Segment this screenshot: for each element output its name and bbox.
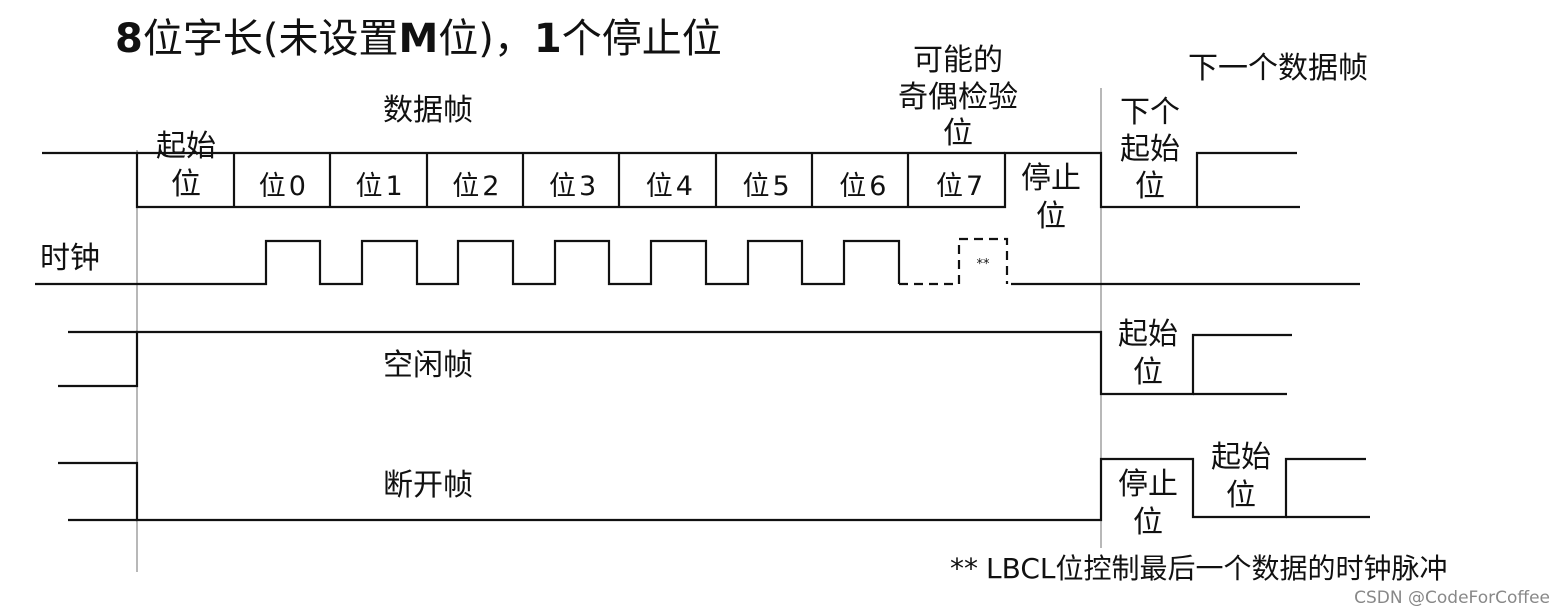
data-bit-index: 7 bbox=[966, 171, 983, 202]
data-bit-prefix: 位 bbox=[646, 171, 673, 202]
data-bit-index: 3 bbox=[579, 171, 596, 202]
title-num2: 1 bbox=[534, 16, 562, 62]
data-bit-prefix: 位 bbox=[356, 171, 383, 202]
start-bit-label-line2: 位 bbox=[171, 167, 201, 202]
break-start-label-line1: 起始 bbox=[1211, 440, 1271, 475]
data-bit-prefix: 位 bbox=[549, 171, 576, 202]
idle-frame-label: 空闲帧 bbox=[383, 348, 473, 383]
parity-label-line2: 奇偶检验 bbox=[898, 80, 1018, 115]
diagram-title: 8位字长(未设置M位)，1个停止位 bbox=[115, 16, 722, 62]
title-num1: 8 bbox=[115, 16, 143, 62]
break-stop-bit-label: 停止 位 bbox=[1118, 467, 1178, 540]
footnote-text: 位控制最后一个数据的时钟脉冲 bbox=[1055, 552, 1447, 585]
break-stop-label-line1: 停止 bbox=[1118, 467, 1178, 502]
clock-label: 时钟 bbox=[40, 241, 100, 276]
parity-bit-label: 可能的 奇偶检验 位 bbox=[898, 43, 1018, 151]
next-frame-label: 下一个数据帧 bbox=[1188, 51, 1368, 86]
break-frame-label: 断开帧 bbox=[383, 468, 473, 503]
data-bit-index: 4 bbox=[676, 171, 693, 202]
data-bit-index: 6 bbox=[869, 171, 886, 202]
clock-marker: ** bbox=[977, 257, 991, 272]
footnote-lbcl: LBCL bbox=[986, 552, 1056, 585]
clock-last-pulse-dashed bbox=[899, 237, 1009, 286]
data-bit-index: 1 bbox=[386, 171, 403, 202]
start-bit-label-line1: 起始 bbox=[156, 129, 216, 164]
watermark: CSDN @CodeForCoffee bbox=[1354, 588, 1550, 608]
title-part1: 位字长( bbox=[143, 16, 279, 62]
parity-label-line1: 可能的 bbox=[913, 43, 1003, 78]
stop-bit-label-line2: 位 bbox=[1036, 199, 1066, 234]
title-part3: 位)， bbox=[438, 16, 534, 62]
data-frame-label: 数据帧 bbox=[383, 93, 473, 128]
next-start-label-line3: 位 bbox=[1135, 169, 1165, 204]
break-stop-label-line2: 位 bbox=[1133, 505, 1163, 540]
data-bit-prefix: 位 bbox=[839, 171, 866, 202]
data-bit-dividers bbox=[137, 151, 1005, 207]
footnote-marker: ** bbox=[950, 552, 978, 585]
data-bit-index: 0 bbox=[289, 171, 306, 202]
idle-frame-waveform bbox=[58, 330, 1292, 396]
title-part2: 未设置 bbox=[278, 16, 398, 62]
data-bit-prefix: 位 bbox=[259, 171, 286, 202]
data-bit-index: 2 bbox=[482, 171, 499, 202]
break-frame-waveform bbox=[58, 457, 1366, 522]
title-letter-m: M bbox=[398, 16, 438, 62]
title-part4: 个停止位 bbox=[562, 16, 722, 62]
next-start-label-line2: 起始 bbox=[1120, 132, 1180, 167]
data-frame-waveform bbox=[42, 151, 1297, 209]
data-bit-index: 5 bbox=[773, 171, 790, 202]
footnote: **LBCL位控制最后一个数据的时钟脉冲 bbox=[950, 552, 1447, 585]
break-start-bit-label: 起始 位 bbox=[1211, 440, 1271, 513]
idle-start-label-line1: 起始 bbox=[1118, 317, 1178, 352]
break-start-label-line2: 位 bbox=[1226, 478, 1256, 513]
next-start-bit-label: 下个 起始 位 bbox=[1120, 95, 1180, 204]
stop-bit-label: 停止 位 bbox=[1021, 161, 1081, 234]
data-bit-prefix: 位 bbox=[743, 171, 770, 202]
clock-waveform bbox=[35, 239, 901, 286]
next-start-label-line1: 下个 bbox=[1120, 95, 1180, 130]
parity-label-line3: 位 bbox=[943, 116, 973, 151]
data-bit-prefix: 位 bbox=[452, 171, 479, 202]
start-bit-label: 起始 位 bbox=[156, 129, 216, 202]
idle-start-bit-label: 起始 位 bbox=[1118, 317, 1178, 390]
idle-start-label-line2: 位 bbox=[1133, 355, 1163, 390]
stop-bit-label-line1: 停止 bbox=[1021, 161, 1081, 196]
data-bit-prefix: 位 bbox=[936, 171, 963, 202]
